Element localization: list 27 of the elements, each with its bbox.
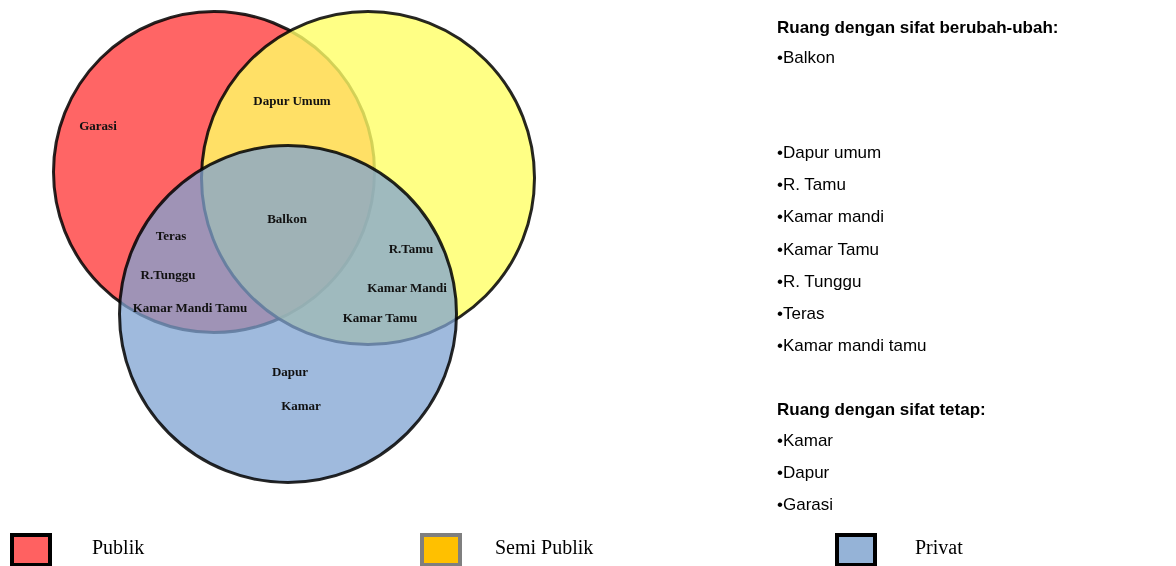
room-label: Garasi [79, 118, 117, 134]
room-label: Balkon [267, 211, 307, 227]
list-item: •Dapur umum [777, 143, 882, 163]
room-label: Kamar [281, 398, 321, 414]
list-heading: Ruang dengan sifat berubah-ubah: [777, 18, 1059, 38]
room-label: Dapur Umum [253, 93, 331, 109]
list-item: •R. Tunggu [777, 272, 862, 292]
list-item: •Dapur [777, 463, 830, 483]
legend-label: Privat [915, 536, 963, 559]
legend-label: Publik [92, 536, 145, 559]
list-heading: Ruang dengan sifat tetap: [777, 400, 986, 420]
room-label: Kamar Mandi Tamu [132, 300, 248, 316]
list-item: •Kamar mandi tamu [777, 336, 927, 356]
room-label: R.Tunggu [140, 267, 196, 283]
list-item: •Balkon [777, 48, 835, 68]
list-item: •Garasi [777, 495, 834, 515]
list-item: •Teras [777, 304, 825, 324]
legend-label: Semi Publik [495, 536, 594, 559]
room-label: R.Tamu [388, 241, 434, 257]
list-item: •Kamar mandi [777, 207, 885, 227]
room-label: Dapur [271, 364, 309, 380]
list-item: •Kamar [777, 431, 834, 451]
room-label: Teras [155, 228, 187, 244]
room-label: Kamar Tamu [342, 310, 418, 326]
list-item: •Kamar Tamu [777, 240, 879, 260]
list-item: •R. Tamu [777, 175, 846, 195]
room-label: Kamar Mandi [367, 280, 447, 296]
